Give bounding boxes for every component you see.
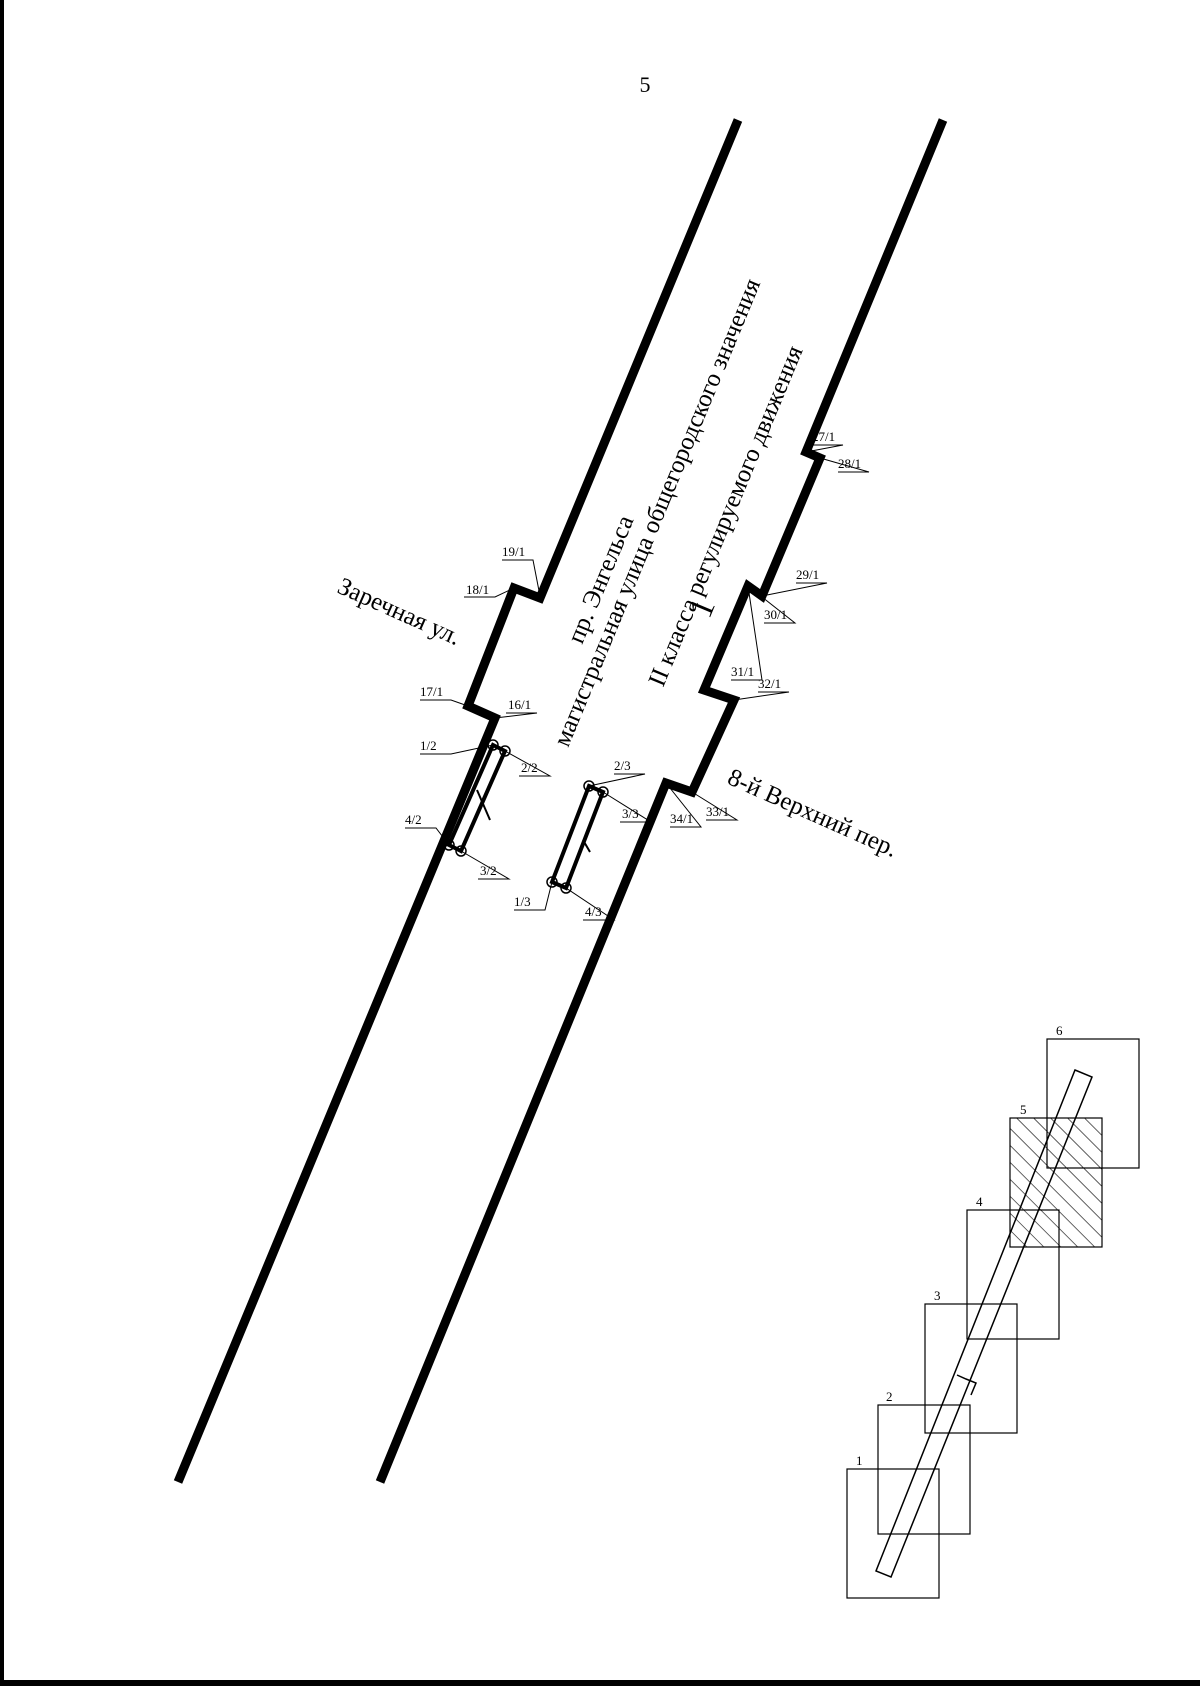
sheet-frame-2	[877, 1404, 971, 1535]
point-label-30-1: 30/1	[764, 607, 787, 622]
point-label-32-1: 32/1	[758, 676, 781, 691]
sheet-label-5: 5	[1020, 1102, 1027, 1117]
index-road-outline	[875, 1069, 1093, 1578]
sheet-label-2: 2	[886, 1389, 893, 1404]
sheet-label-4: 4	[976, 1194, 983, 1209]
point-label-19-1: 19/1	[502, 544, 525, 559]
point-label-1-3: 1/3	[514, 894, 531, 909]
road-edge-left	[173, 118, 743, 1484]
point-label-4-3: 4/3	[585, 904, 602, 919]
point-label-2-3: 2/3	[614, 758, 631, 773]
point-label-33-1: 33/1	[706, 804, 729, 819]
street-name-8-verkhny: 8-й Верхний пер.	[724, 764, 902, 863]
sheet-label-3: 3	[934, 1288, 941, 1303]
point-label-34-1: 34/1	[670, 811, 693, 826]
sheet-frame-6	[1046, 1038, 1140, 1169]
road-edge-right	[375, 118, 948, 1484]
sheet-label-6: 6	[1056, 1023, 1063, 1038]
point-label-17-1: 17/1	[420, 684, 443, 699]
index-road-notch	[956, 1374, 977, 1396]
point-label-4-2: 4/2	[405, 812, 422, 827]
point-label-27-1: 27/1	[812, 429, 835, 444]
street-name-zarechnaya: Заречная ул.	[334, 573, 465, 651]
point-label-28-1: 28/1	[838, 456, 861, 471]
page-border-bottom	[0, 1680, 1200, 1686]
point-label-18-1: 18/1	[466, 582, 489, 597]
sheet-index-map: 1 2 3 4 5 6	[846, 1023, 1140, 1599]
point-label-16-1: 16/1	[508, 697, 531, 712]
point-label-31-1: 31/1	[731, 664, 754, 679]
page-border-left	[0, 0, 4, 1686]
point-label-29-1: 29/1	[796, 567, 819, 582]
sheet-frame-3	[924, 1303, 1018, 1434]
point-label-2-2: 2/2	[521, 760, 538, 775]
point-label-3-2: 3/2	[480, 863, 497, 878]
page-number: 5	[639, 72, 651, 97]
point-label-1-2: 1/2	[420, 738, 437, 753]
point-label-3-3: 3/3	[622, 806, 639, 821]
sheet-label-1: 1	[856, 1453, 863, 1468]
sheet-frame-5-current	[1009, 1117, 1103, 1248]
leader-lines	[405, 444, 870, 921]
island-center	[546, 780, 609, 894]
